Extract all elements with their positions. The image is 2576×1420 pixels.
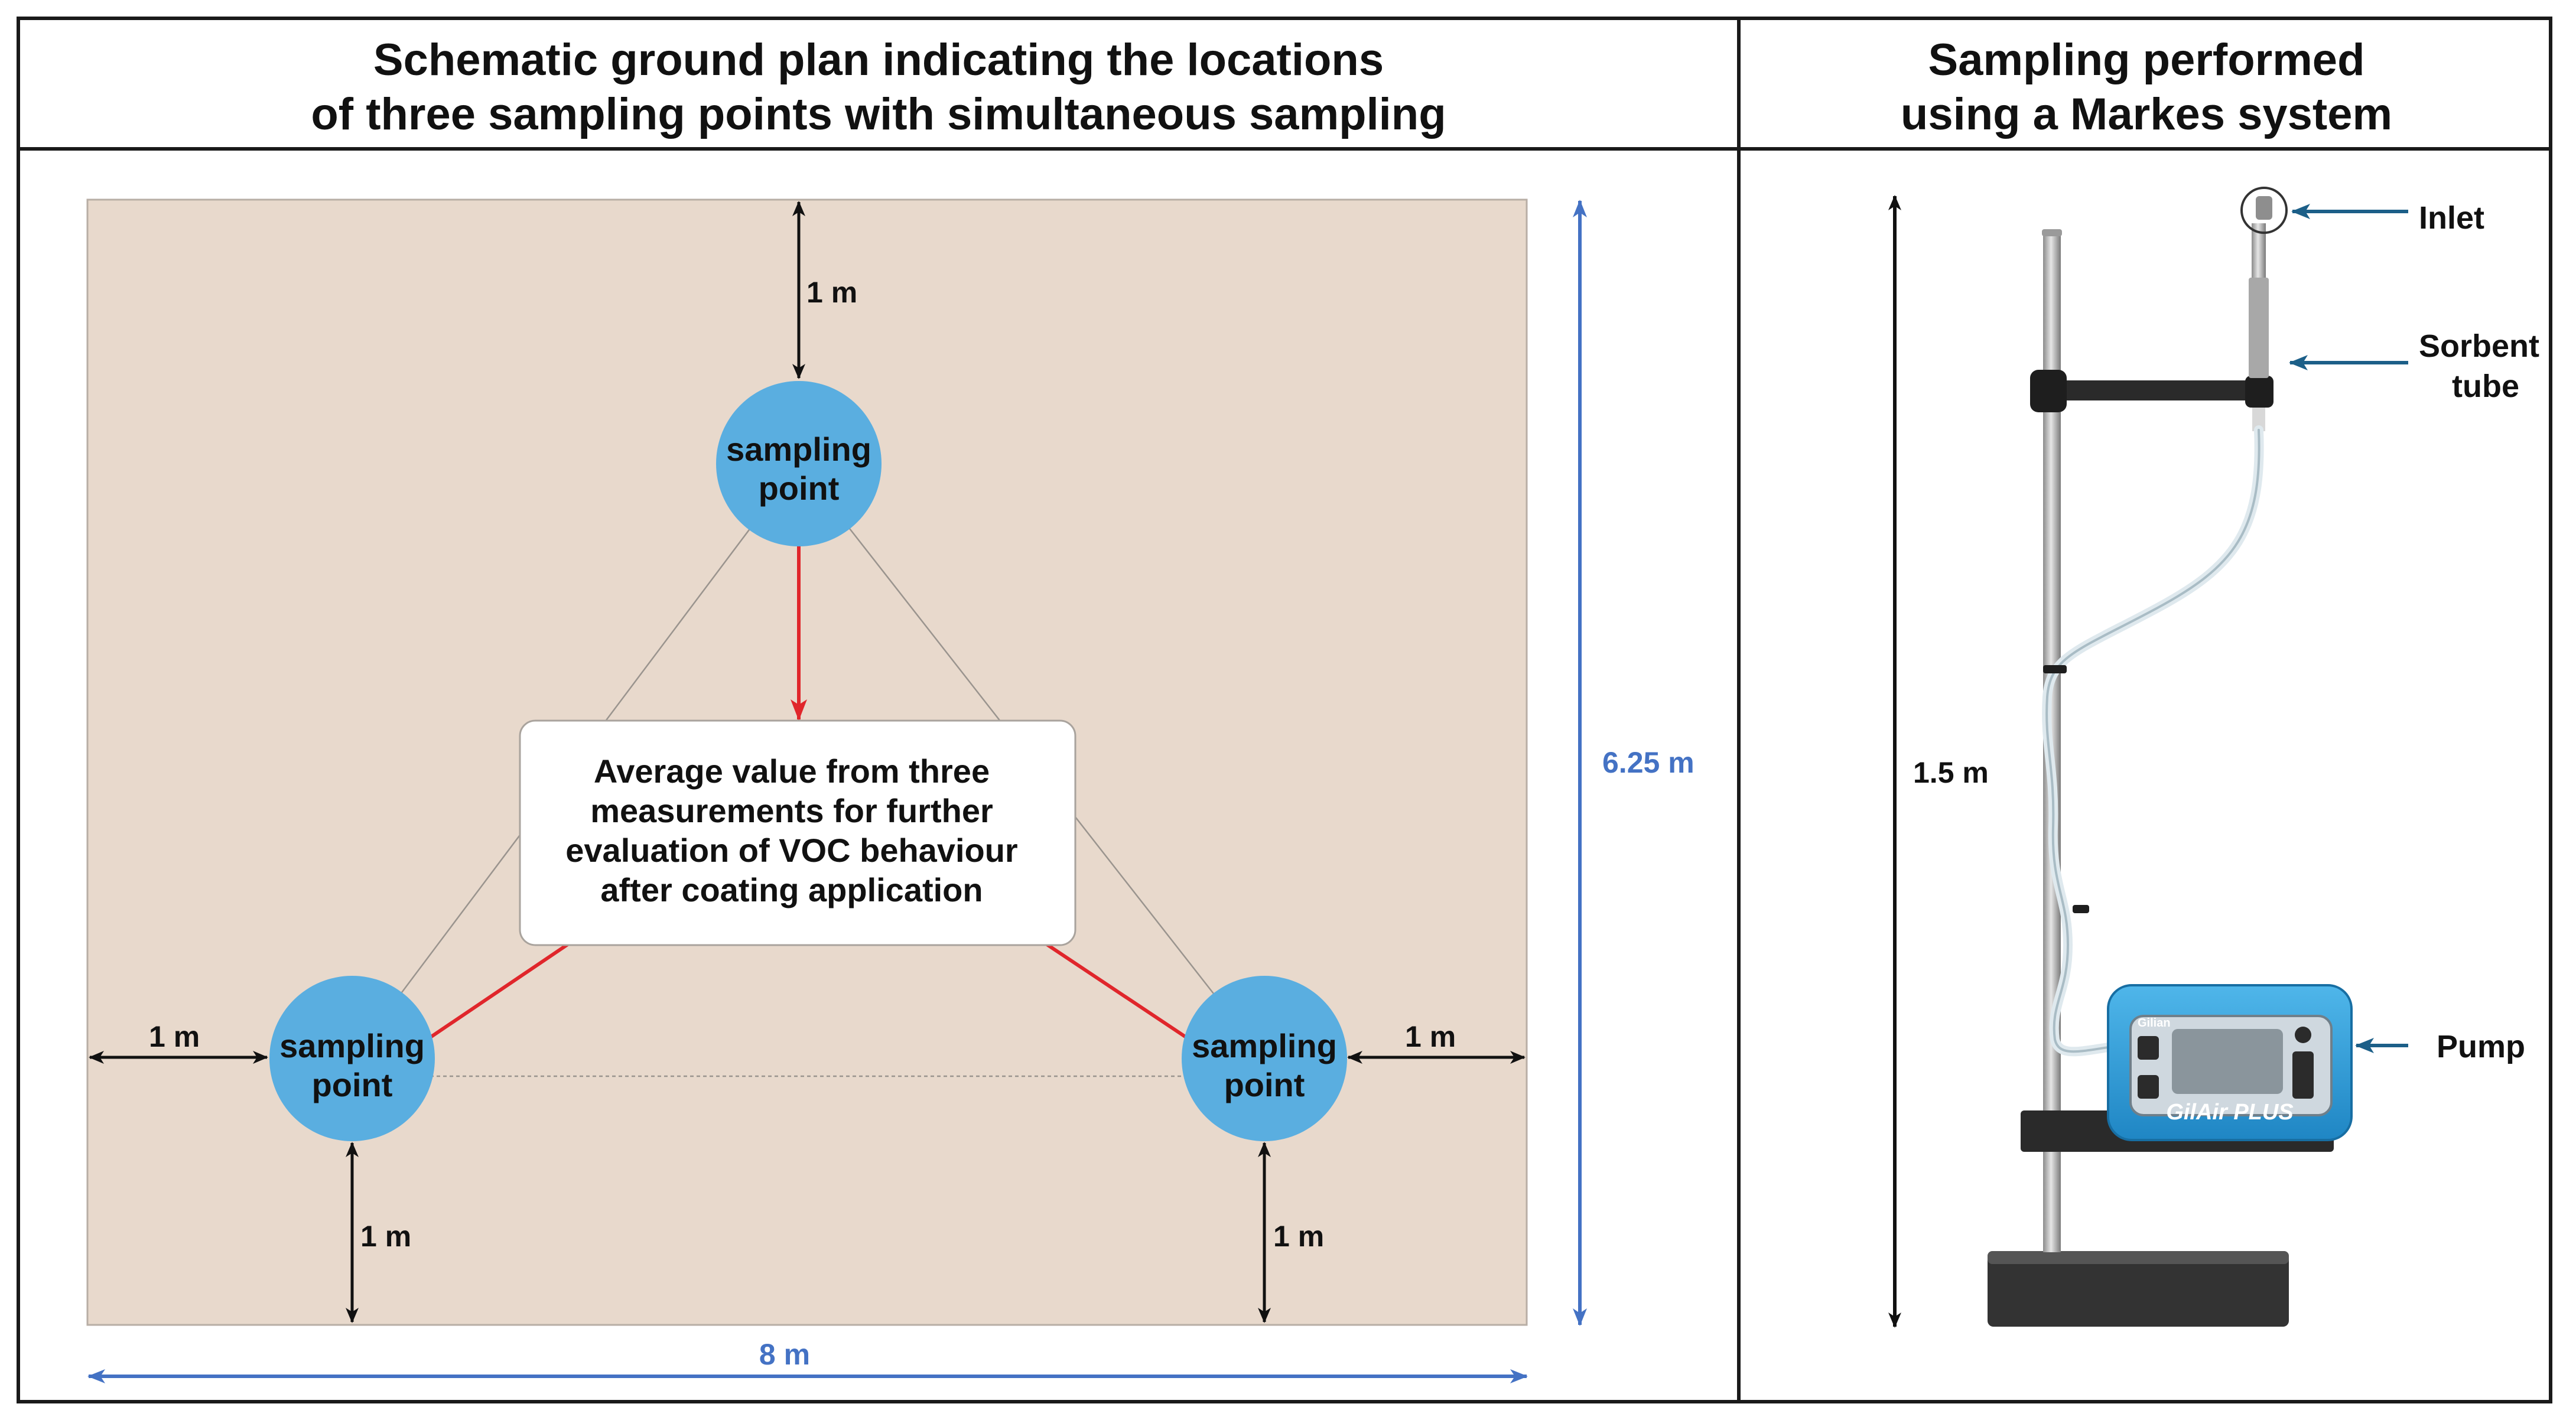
left-title-line1: Schematic ground plan indicating the loc… — [373, 35, 1384, 85]
header-row: Schematic ground plan indicating the loc… — [20, 20, 2549, 151]
left-title-line2: of three sampling points with simultaneo… — [311, 89, 1446, 139]
column-divider — [1737, 20, 1741, 1400]
figure-frame: Schematic ground plan indicating the loc… — [17, 17, 2552, 1403]
left-title: Schematic ground plan indicating the loc… — [20, 33, 1737, 142]
right-title-line2: using a Markes system — [1900, 89, 2393, 139]
right-title-line1: Sampling performed — [1928, 35, 2365, 85]
right-title: Sampling performed using a Markes system — [1741, 33, 2552, 142]
